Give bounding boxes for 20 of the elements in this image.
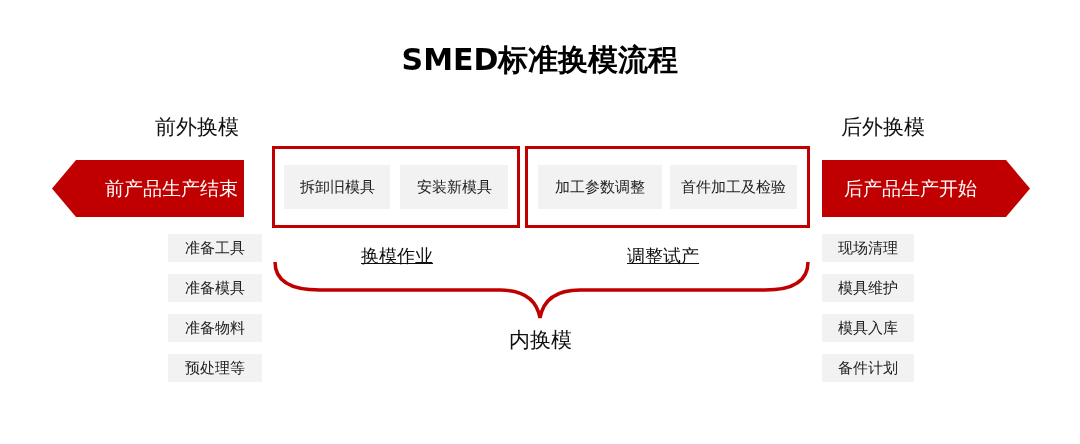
- task-tag: 准备模具: [168, 274, 262, 302]
- task-tag: 准备物料: [168, 314, 262, 342]
- section-label: 后外换模: [841, 114, 925, 141]
- banner-text: 后产品生产开始: [844, 175, 977, 201]
- task-tag: 准备工具: [168, 234, 262, 262]
- diagram-title: SMED标准换模流程: [401, 41, 679, 79]
- task-tag: 模具维护: [822, 274, 914, 302]
- task-tag: 备件计划: [822, 354, 914, 382]
- group-heading: 换模作业: [361, 244, 433, 268]
- task-tag: 预处理等: [168, 354, 262, 382]
- task-tag: 模具入库: [822, 314, 914, 342]
- group-heading: 调整试产: [627, 244, 699, 268]
- banner-text: 前产品生产结束: [105, 175, 238, 201]
- step-box: 拆卸旧模具: [284, 165, 390, 209]
- task-tag: 现场清理: [822, 234, 914, 262]
- step-box: 加工参数调整: [538, 165, 662, 209]
- section-label: 前外换模: [155, 114, 239, 141]
- step-box: 安装新模具: [400, 165, 508, 209]
- step-box: 首件加工及检验: [670, 165, 797, 209]
- section-label: 内换模: [508, 327, 572, 354]
